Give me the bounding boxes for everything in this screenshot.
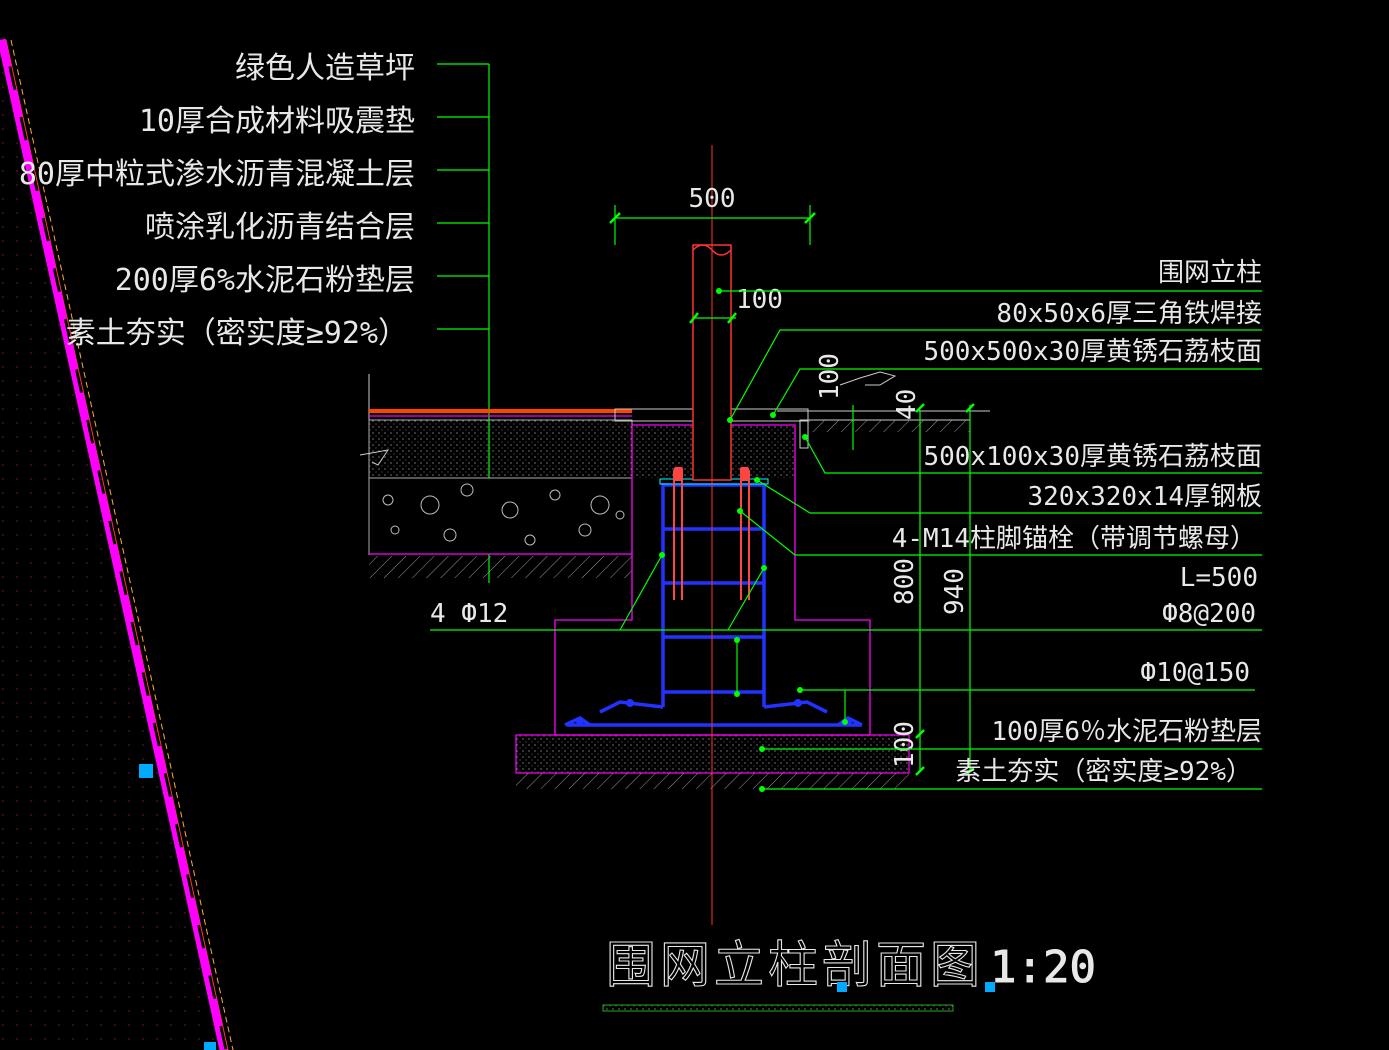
grip-handle-icon[interactable] — [837, 982, 847, 992]
left-layer-labels: 绿色人造草坪 10厚合成材料吸震垫 80厚中粒式渗水沥青混凝土层 喷涂乳化沥青结… — [19, 51, 415, 351]
callout-label: L=500 — [1180, 563, 1258, 593]
layer-label: 绿色人造草坪 — [235, 51, 415, 86]
callout-label: Ф10@150 — [1140, 658, 1250, 688]
callout-label: 320x320x14厚钢板 — [1027, 482, 1262, 512]
pavement-section — [359, 374, 633, 578]
grip-handle-icon[interactable] — [204, 1042, 216, 1050]
callout-label: 素土夯实（密实度≥92%） — [955, 757, 1252, 787]
dim-h100: 100 — [815, 353, 845, 400]
drawing-title-block: 围网立柱剖面图 1:20 — [602, 935, 1096, 1012]
rebar-label: 4 Ф12 — [430, 599, 508, 629]
rebar-cage — [564, 483, 863, 727]
callout-label: 80x50x6厚三角铁焊接 — [996, 299, 1262, 329]
dimension-texts: 500 100 100 40 800 940 100 — [689, 184, 970, 768]
layer-label: 素土夯实（密实度≥92%） — [66, 316, 408, 351]
dim-h100-bottom: 100 — [890, 721, 920, 768]
right-callouts: 围网立柱 80x50x6厚三角铁焊接 500x500x30厚黄锈石荔枝面 500… — [430, 258, 1262, 787]
dim-top-width: 500 — [689, 184, 736, 214]
layer-label: 80厚中粒式渗水沥青混凝土层 — [19, 157, 415, 192]
right-leader-lines — [430, 290, 1262, 790]
callout-label: 500x100x30厚黄锈石荔枝面 — [923, 442, 1262, 472]
grip-handle-icon[interactable] — [139, 764, 153, 778]
leader-dots — [659, 288, 848, 792]
callout-label: Ф8@200 — [1162, 599, 1256, 629]
dim-h940: 940 — [940, 568, 970, 615]
drawing-title: 围网立柱剖面图 — [606, 936, 984, 994]
rebar-dots — [576, 699, 852, 725]
callout-label: 4-M14柱脚锚栓（带调节螺母） — [892, 524, 1256, 554]
dim-h800: 800 — [890, 558, 920, 605]
left-border-strip — [0, 38, 234, 1050]
callout-label: 围网立柱 — [1158, 258, 1262, 288]
layer-label: 200厚6%水泥石粉垫层 — [115, 263, 415, 298]
steel-plate-and-post — [659, 145, 769, 925]
dimension-lines — [609, 205, 975, 776]
dim-h40: 40 — [892, 389, 922, 420]
border-ticks — [0, 38, 234, 1050]
callout-label: 500x500x30厚黄锈石荔枝面 — [923, 337, 1262, 367]
dim-post-dia: 100 — [736, 285, 783, 315]
drawing-scale: 1:20 — [990, 942, 1096, 993]
callout-label: 100厚6％水泥石粉垫层 — [991, 717, 1262, 747]
grip-handle-icon[interactable] — [985, 982, 995, 992]
layer-label: 10厚合成材料吸震垫 — [139, 104, 415, 139]
layer-label: 喷涂乳化沥青结合层 — [145, 210, 415, 245]
